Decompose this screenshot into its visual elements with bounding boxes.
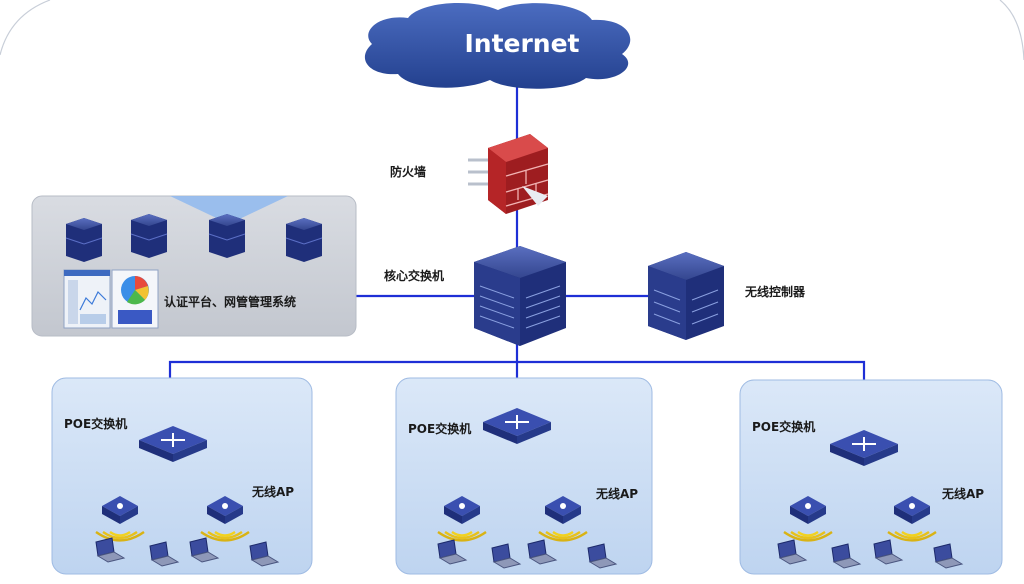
wireless-ap-icon bbox=[102, 496, 138, 524]
wireless-ap-icon bbox=[207, 496, 243, 524]
wireless-controller-icon bbox=[648, 252, 724, 340]
server-icon bbox=[285, 218, 323, 262]
core-switch-label: 核心交换机 bbox=[384, 268, 444, 283]
server-icon bbox=[130, 214, 168, 258]
decorative-arc bbox=[0, 0, 51, 56]
wifi-signal-icon bbox=[538, 530, 588, 542]
wireless-ap-label: 无线AP bbox=[251, 484, 294, 499]
laptop-icon bbox=[831, 543, 862, 569]
wifi-signal-icon bbox=[437, 530, 487, 542]
wireless-ap-icon bbox=[545, 496, 581, 524]
wireless-ap-icon bbox=[790, 496, 826, 524]
decorative-arc bbox=[999, 0, 1024, 61]
laptop-icon bbox=[777, 539, 808, 565]
laptop-icon bbox=[95, 537, 126, 563]
laptop-icon bbox=[437, 539, 468, 565]
dashboard-thumbnail-icon bbox=[63, 269, 111, 329]
wireless-ap-label: 无线AP bbox=[595, 486, 638, 501]
wifi-signal-icon bbox=[783, 530, 833, 542]
wifi-signal-icon bbox=[200, 530, 250, 542]
laptop-icon bbox=[933, 543, 964, 569]
wireless-ap-icon bbox=[894, 496, 930, 524]
internet-label: Internet bbox=[464, 29, 579, 58]
poe-switch-icon bbox=[830, 430, 898, 466]
poe-switch-label: POE交换机 bbox=[408, 421, 471, 436]
wireless-controller-label: 无线控制器 bbox=[744, 284, 806, 299]
server-icon bbox=[65, 218, 103, 262]
laptop-icon bbox=[527, 539, 558, 565]
wireless-ap-label: 无线AP bbox=[941, 486, 984, 501]
firewall-icon bbox=[468, 134, 549, 214]
management-label: 认证平台、网管管理系统 bbox=[164, 294, 296, 309]
wifi-signal-icon bbox=[95, 530, 145, 542]
laptop-icon bbox=[873, 539, 904, 565]
poe-switch-icon bbox=[483, 408, 551, 444]
wifi-signal-icon bbox=[887, 530, 937, 542]
core-switch-icon bbox=[474, 246, 566, 346]
laptop-icon bbox=[149, 541, 180, 567]
wireless-ap-icon bbox=[444, 496, 480, 524]
firewall-label: 防火墙 bbox=[390, 164, 426, 179]
pie-chart-thumbnail-icon bbox=[111, 269, 159, 329]
server-icon bbox=[208, 214, 246, 258]
highlight-beam bbox=[170, 196, 288, 224]
internet-cloud: Internet bbox=[364, 3, 631, 89]
poe-switch-label: POE交换机 bbox=[752, 419, 815, 434]
laptop-icon bbox=[491, 543, 522, 569]
laptop-icon bbox=[189, 537, 220, 563]
laptop-icon bbox=[587, 543, 618, 569]
poe-switch-icon bbox=[139, 426, 207, 462]
poe-switch-label: POE交换机 bbox=[64, 416, 127, 431]
management-panel: 认证平台、网管管理系统 bbox=[31, 195, 357, 337]
laptop-icon bbox=[249, 541, 280, 567]
